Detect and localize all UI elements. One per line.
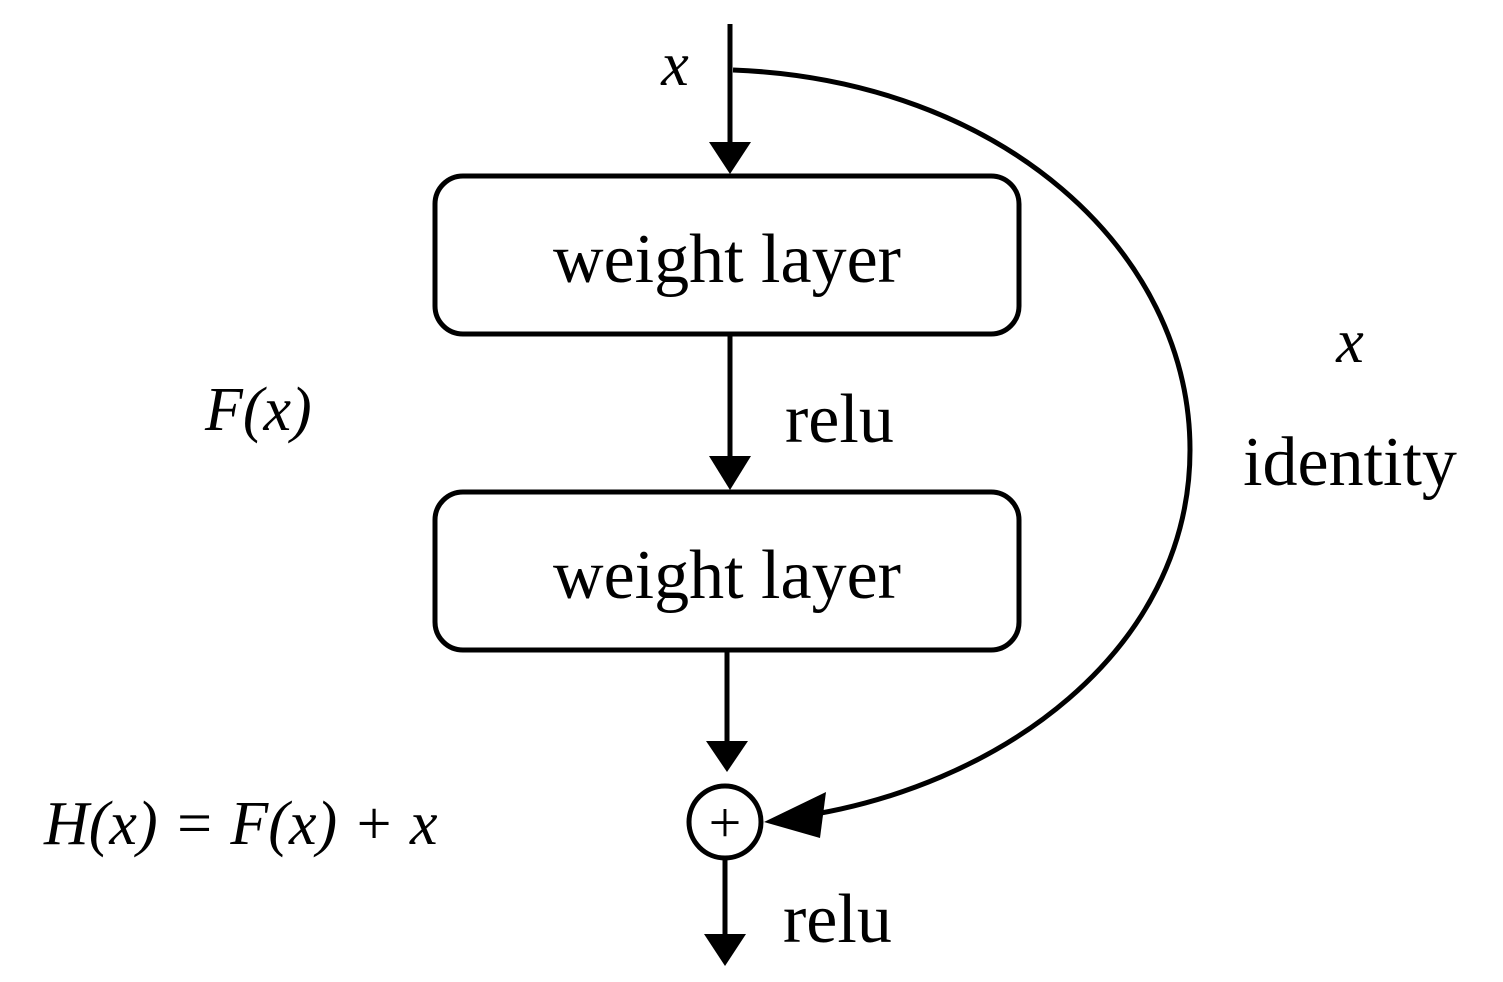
mid-arrowhead — [709, 456, 751, 490]
relu-mid-label: relu — [785, 381, 894, 458]
input-x-label: x — [660, 31, 689, 99]
output-arrowhead — [704, 934, 746, 966]
weight-layer-2-box — [432, 489, 1022, 653]
weight-layer-2-label: weight layer — [553, 537, 901, 614]
identity-shortcut-curve — [732, 67, 1193, 821]
input-arrowhead — [709, 142, 751, 174]
identity-shortcut-arrowhead — [764, 792, 826, 838]
output-equation: H(x) = F(x) + x — [43, 790, 438, 858]
weight-layer-1-label: weight layer — [553, 221, 901, 298]
weight-layer-1-box — [432, 173, 1022, 337]
shortcut-identity-label: identity — [1243, 424, 1457, 501]
to-add-arrowhead — [706, 741, 748, 772]
shortcut-x-label: x — [1335, 308, 1364, 376]
add-node-symbol: + — [709, 790, 742, 855]
residual-function-label: F(x) — [204, 376, 312, 444]
relu-out-label: relu — [783, 881, 892, 958]
